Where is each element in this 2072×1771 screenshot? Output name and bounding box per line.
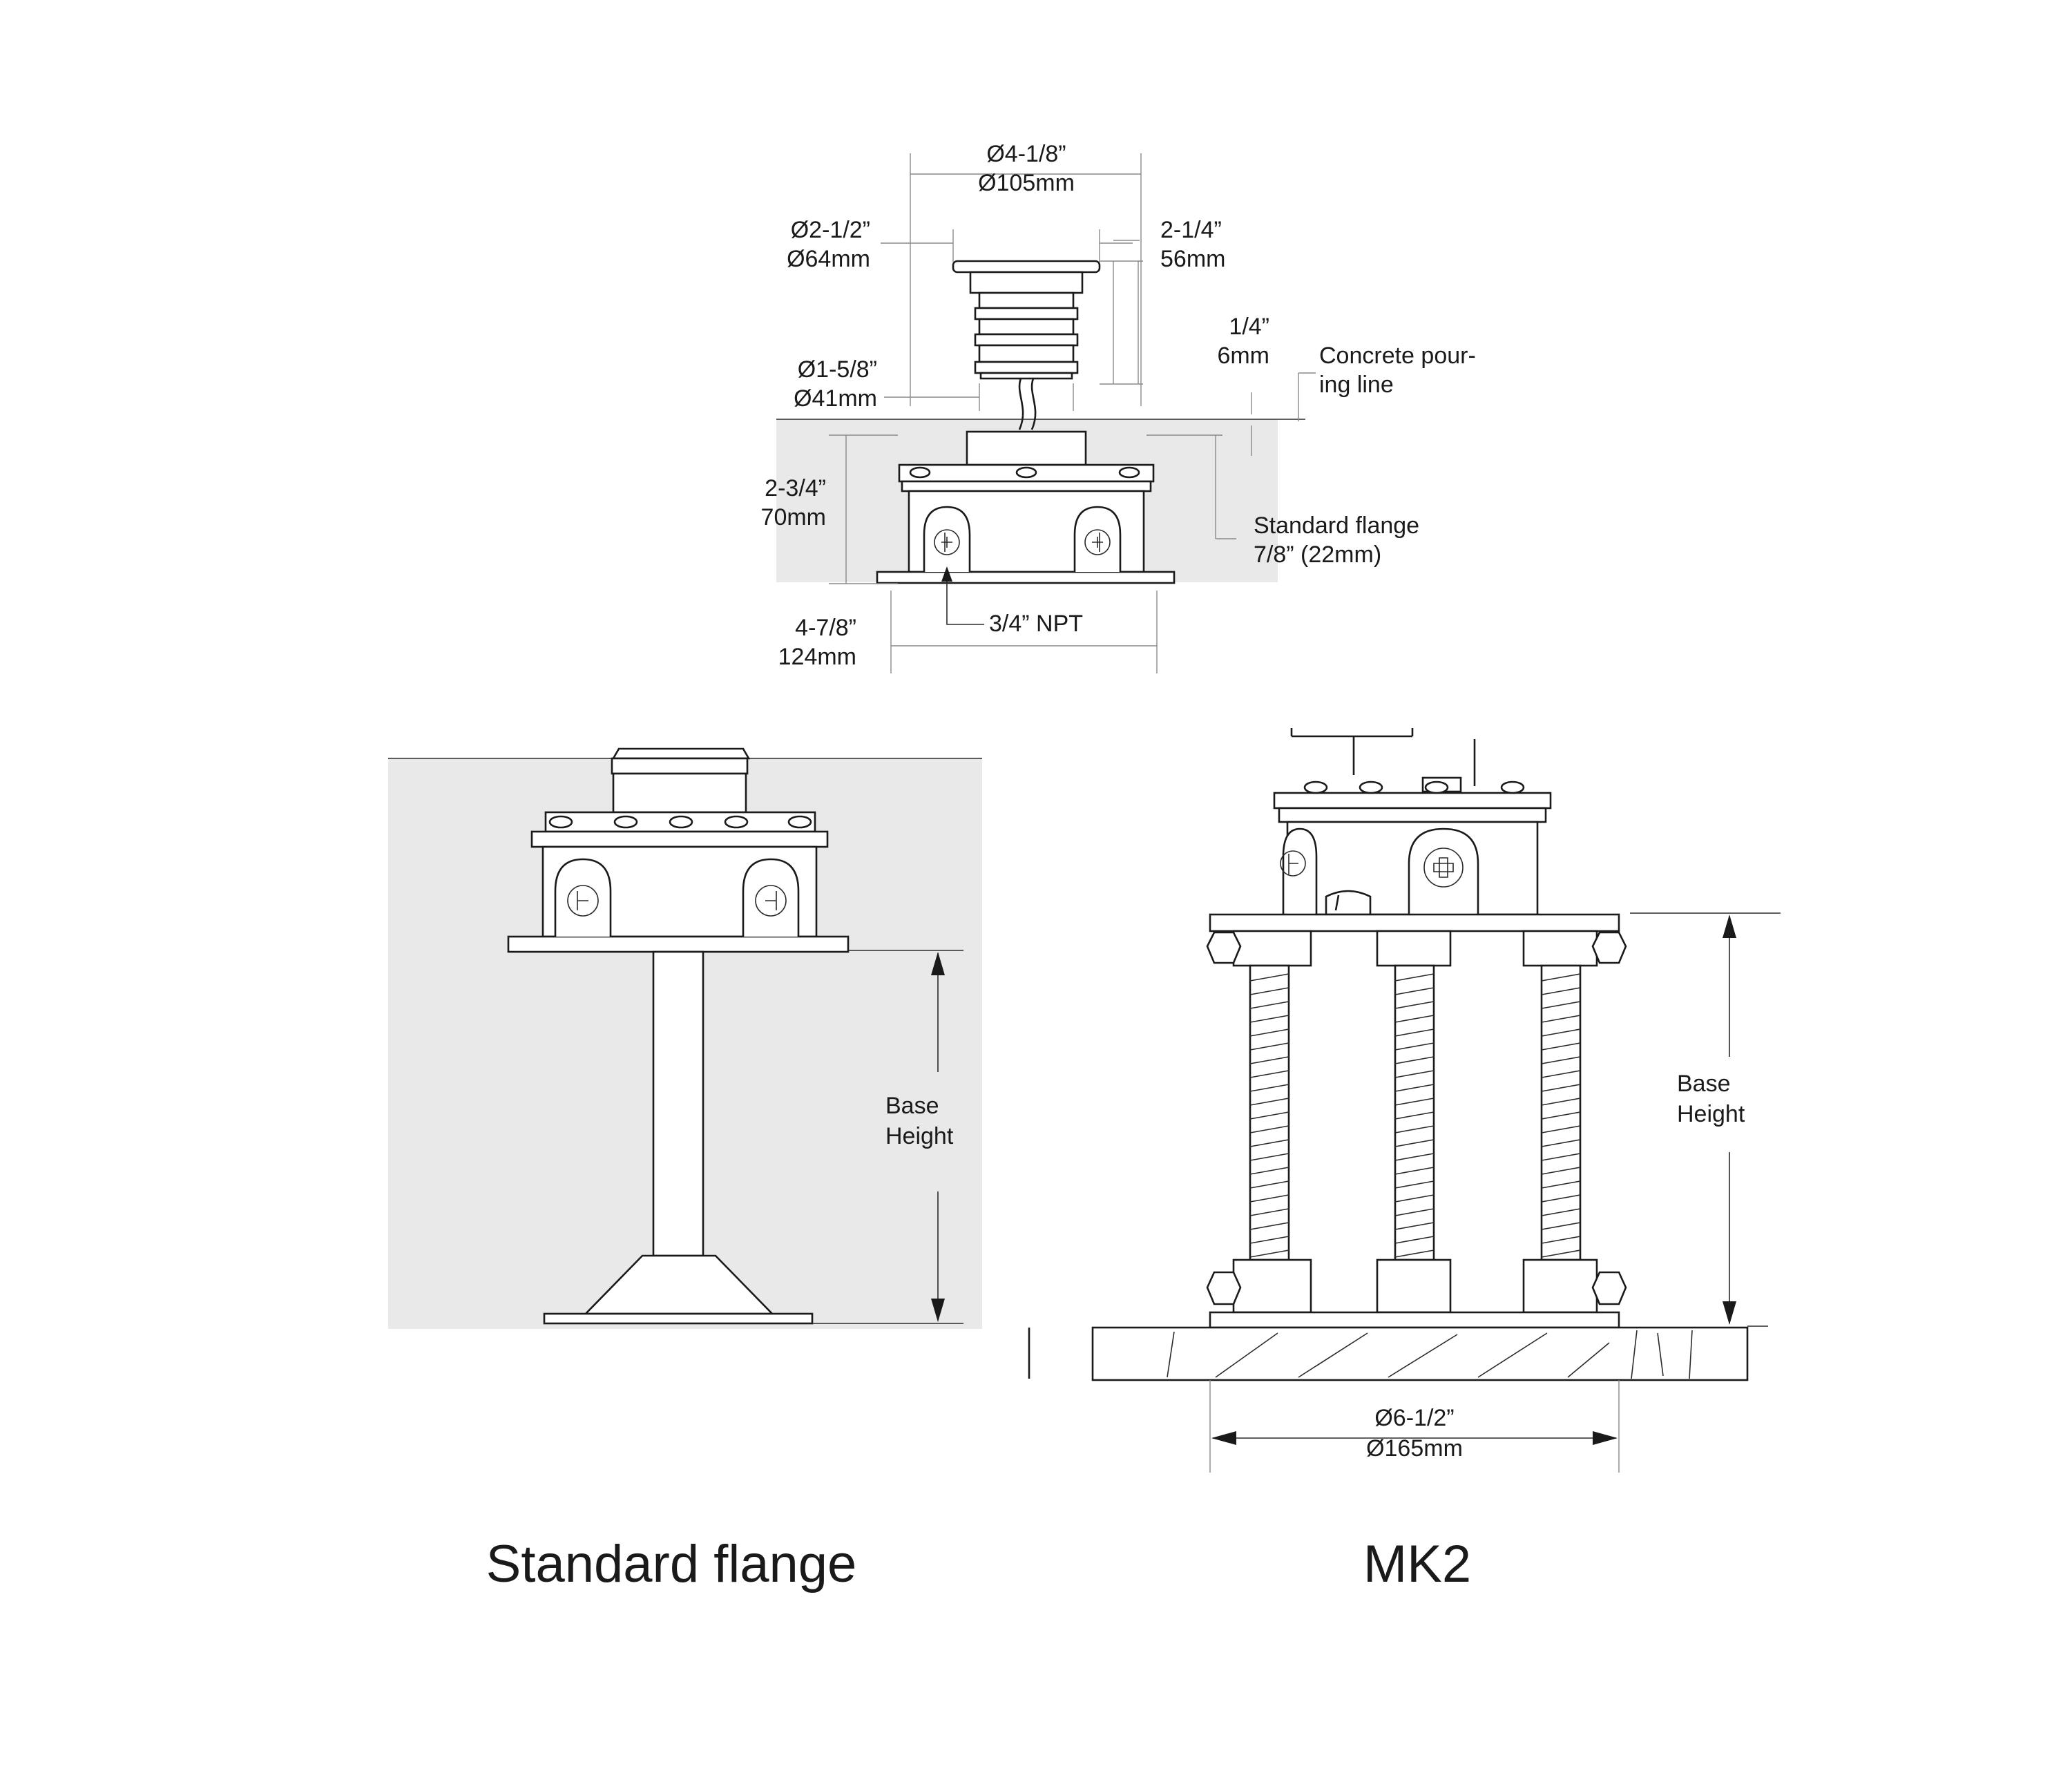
- pouring-line-label-2: ing line: [1319, 372, 1394, 398]
- outer-diameter-in: Ø4-1/8”: [986, 141, 1066, 167]
- fixture-height-in: 2-1/4”: [1160, 217, 1222, 243]
- flange-thickness-mm: 6mm: [1217, 343, 1269, 369]
- outer-diameter-mm: Ø105mm: [978, 170, 1075, 196]
- mk2-bottom-plate: [1209, 1311, 1620, 1329]
- flange-diameter-mm: Ø64mm: [787, 246, 870, 272]
- mk2-view: Base Height Ø6-1/2” Ø165mm MK2: [1028, 728, 1781, 1593]
- junction-box-top: [876, 430, 1176, 625]
- conduit-label: 3/4” NPT: [989, 611, 1083, 637]
- box-width-in: 4-7/8”: [795, 615, 856, 641]
- standard-base-height-label-1: Base: [885, 1093, 939, 1119]
- mk2-top-plate: [1209, 913, 1620, 932]
- top-dimensions: [829, 153, 1316, 673]
- mk2-threaded-rods: [1249, 964, 1582, 1261]
- plate-diameter-mm: Ø165mm: [1366, 1435, 1463, 1462]
- mk2-base-height-label-2: Height: [1677, 1101, 1745, 1127]
- box-height-mm: 70mm: [761, 504, 826, 530]
- top-labels: Ø4-1/8” Ø105mm Ø2-1/2” Ø64mm 2-1/4” 56mm…: [761, 141, 1476, 670]
- pouring-line-label-1: Concrete pour-: [1319, 343, 1476, 369]
- mk2-wood-base: [1028, 1326, 1749, 1381]
- standard-base-height-label-2: Height: [885, 1123, 954, 1149]
- body-diameter-mm: Ø41mm: [794, 385, 877, 412]
- fixture-top: [952, 260, 1101, 430]
- standard-flange-label-1: Standard flange: [1254, 513, 1419, 539]
- flange-diameter-in: Ø2-1/2”: [791, 217, 870, 243]
- plate-diameter-in: Ø6-1/2”: [1374, 1405, 1454, 1431]
- standard-flange-label-2: 7/8” (22mm): [1254, 542, 1381, 568]
- fixture-height-mm: 56mm: [1160, 246, 1225, 272]
- standard-flange-caption: Standard flange: [486, 1535, 857, 1593]
- mk2-caption: MK2: [1363, 1535, 1471, 1593]
- top-detail: Ø4-1/8” Ø105mm Ø2-1/2” Ø64mm 2-1/4” 56mm…: [761, 141, 1476, 673]
- mk2-base-height-label-1: Base: [1677, 1071, 1731, 1097]
- standard-flange-view: Base Height Standard flange: [388, 747, 982, 1593]
- flange-thickness-in: 1/4”: [1229, 314, 1269, 340]
- body-diameter-in: Ø1-5/8”: [798, 356, 877, 383]
- box-width-mm: 124mm: [778, 644, 856, 670]
- box-height-in: 2-3/4”: [765, 475, 826, 501]
